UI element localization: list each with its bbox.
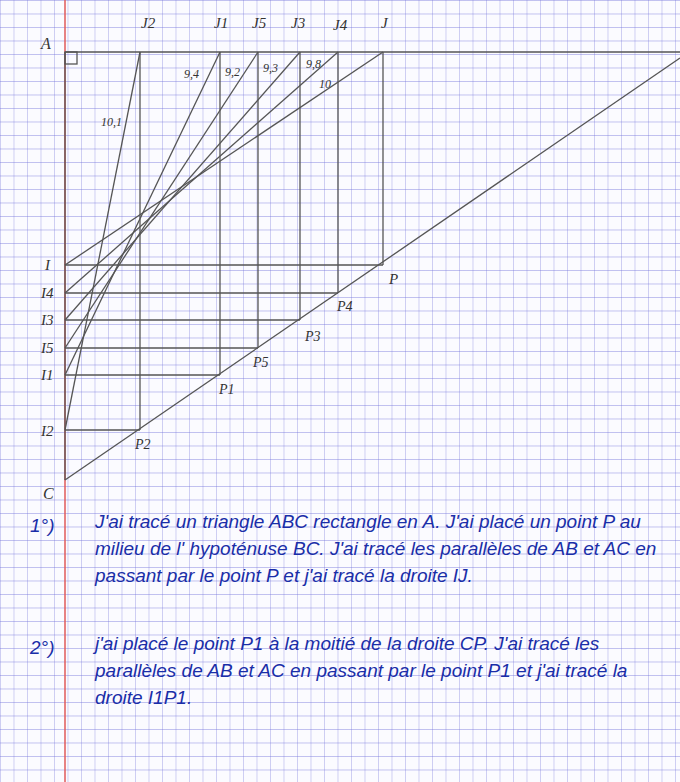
length-value: 9,3: [262, 62, 279, 74]
point-label: J3: [290, 16, 306, 31]
step-number: 2°): [30, 634, 90, 661]
step-text: j'ai placé le point P1 à la moitié de la…: [95, 630, 670, 711]
point-label: I4: [40, 286, 55, 301]
point-label: P: [388, 272, 399, 287]
point-label: I2: [40, 424, 55, 439]
length-value: 9,8: [305, 58, 322, 70]
point-label: J4: [332, 18, 348, 33]
step-text: J'ai tracé un triangle ABC rectangle en …: [95, 508, 670, 589]
length-value: 9,2: [224, 66, 241, 78]
point-label: A: [40, 36, 52, 52]
margin-line: [64, 0, 66, 782]
point-label: P2: [134, 438, 152, 452]
point-label: C: [42, 486, 55, 502]
length-value: 9,4: [183, 68, 200, 80]
point-label: J: [380, 16, 389, 31]
point-label: J5: [251, 16, 267, 31]
point-label: I1: [40, 368, 55, 383]
length-value: 10,1: [100, 116, 123, 128]
length-value: 10: [318, 78, 332, 90]
point-label: P4: [336, 300, 354, 314]
point-label: J1: [213, 16, 229, 31]
point-label: J2: [140, 16, 156, 31]
point-label: P1: [218, 383, 236, 397]
point-label: I: [44, 258, 51, 273]
point-label: I5: [40, 341, 55, 356]
step-number: 1°): [30, 512, 90, 539]
point-label: P3: [304, 330, 322, 344]
point-label: P5: [252, 356, 270, 370]
pencil-lines: [65, 52, 680, 480]
point-label: I3: [40, 313, 55, 328]
